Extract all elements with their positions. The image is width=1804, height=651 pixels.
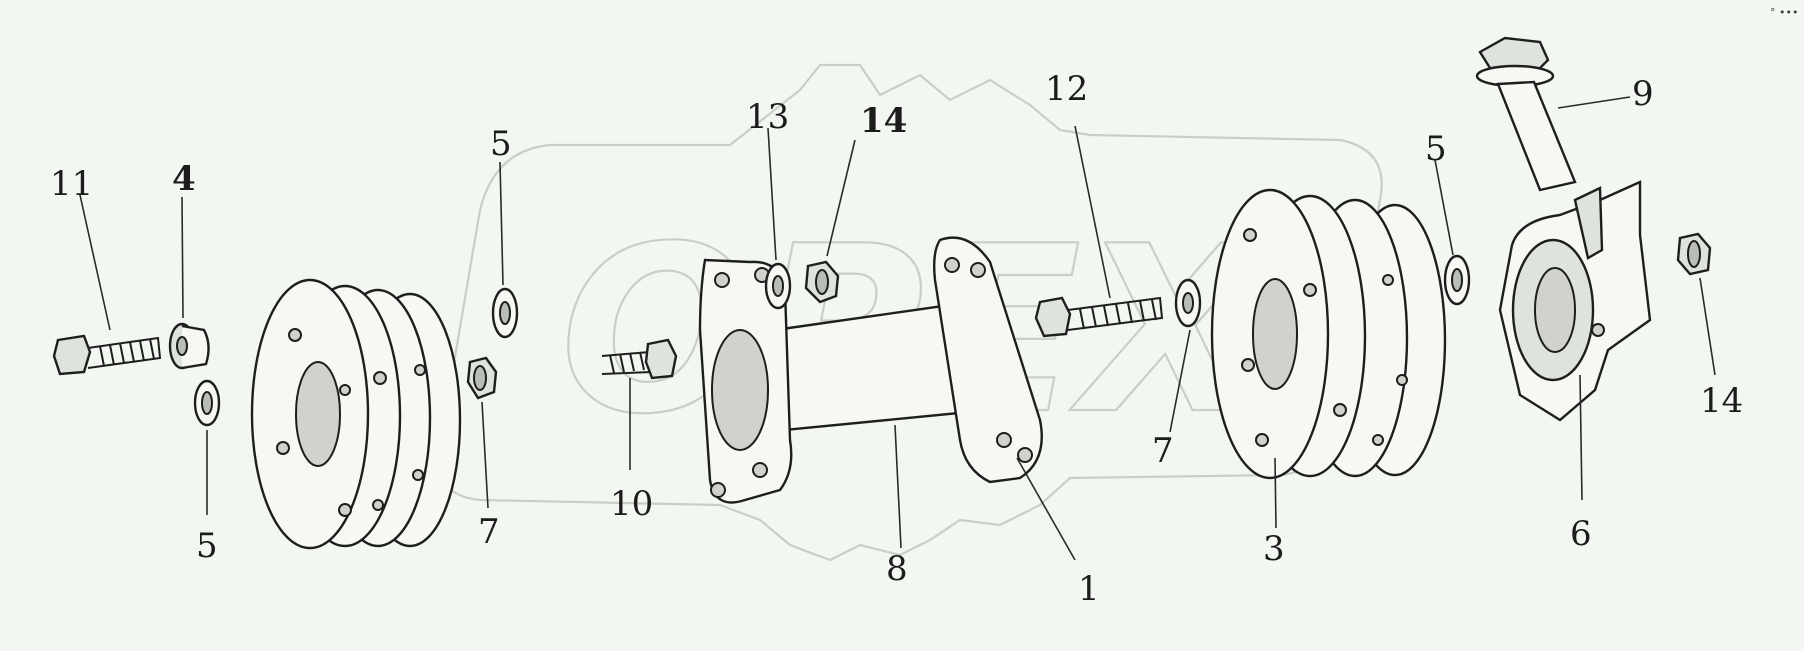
callout-12: 12 [1045,69,1088,109]
nut-part-14-center [804,260,840,304]
callout-7-right: 7 [1152,431,1174,471]
bolt-part-10 [601,338,678,380]
callout-10: 10 [610,484,653,524]
callout-5-bottom-left: 5 [196,526,218,566]
callout-13: 13 [746,97,789,137]
bolt-part-12 [1034,296,1164,338]
watermark-gear [437,63,1383,562]
callout-8: 8 [886,549,908,589]
bushing-part-4 [168,322,210,370]
bolt-part-11 [52,334,162,376]
callout-3: 3 [1263,529,1285,569]
callout-7-left: 7 [478,512,500,552]
callout-11: 11 [50,164,93,204]
callout-6: 6 [1570,514,1592,554]
washer-part-5-left [193,379,221,427]
shaft-assembly-part-8 [698,236,1043,504]
callout-5-top-left: 5 [490,124,512,164]
nut-part-7-left [466,356,498,400]
nut-part-14-right [1676,232,1712,276]
callout-9: 9 [1632,74,1654,114]
pulley-right-part-3 [1210,188,1447,480]
corner-mark: ° ••• [1770,6,1798,19]
callout-5-right: 5 [1425,129,1447,169]
callout-4: 4 [172,159,196,199]
washer-part-5-center [491,287,519,339]
washer-part-13 [764,262,792,310]
washer-part-5-right [1443,254,1471,306]
bracket-part-6 [1498,180,1652,422]
leader-lines [79,96,1716,561]
callout-14-center: 14 [860,101,907,141]
callout-1: 1 [1078,569,1100,609]
bolt-part-9 [1475,36,1577,192]
callout-labels: 11 4 5 5 7 10 13 14 12 8 1 7 3 5 9 14 6 [50,69,1743,609]
callout-14-right: 14 [1700,381,1743,421]
pulley-left [250,278,462,550]
washer-part-7-right [1174,278,1202,328]
